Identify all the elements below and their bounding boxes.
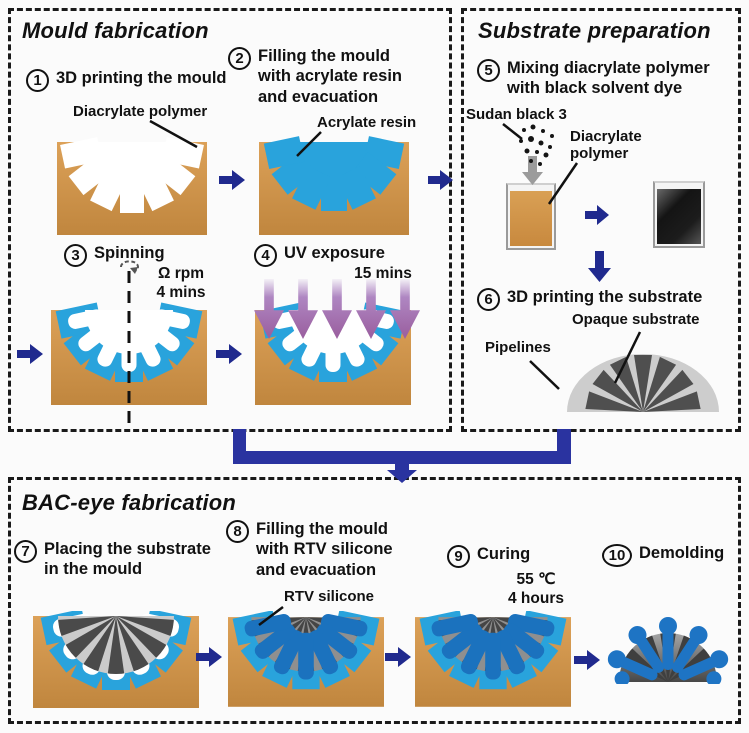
mould-resin-filled-figure xyxy=(259,136,409,235)
substrate-preparation-panel xyxy=(461,8,741,432)
step-4: 4 UV exposure xyxy=(254,243,385,267)
step-9: 9 Curing xyxy=(447,544,530,568)
step-10-number: 10 xyxy=(602,544,632,567)
sudan-black-annotation: Sudan black 3 xyxy=(466,106,567,123)
step-8-label: Filling the mould with RTV silicone and … xyxy=(256,520,393,579)
rtv-filled-figure xyxy=(228,611,384,707)
step-3-number: 3 xyxy=(64,244,87,267)
mould-empty-figure xyxy=(57,137,207,235)
pipelines-annotation: Pipelines xyxy=(485,339,551,356)
opaque-substrate-annotation: Opaque substrate xyxy=(572,311,700,328)
baceye-panel-title: BAC-eye fabrication xyxy=(22,490,237,515)
step-8: 8 Filling the mould with RTV silicone an… xyxy=(226,519,393,580)
silicone-ommatidia xyxy=(607,617,729,684)
baceye-fabrication-panel xyxy=(8,477,741,724)
gear-cavity xyxy=(60,137,204,213)
rtv-silicone-annotation: RTV silicone xyxy=(284,588,375,605)
step-8-number: 8 xyxy=(226,520,249,543)
step-1-label: 3D printing the mould xyxy=(56,69,227,87)
step-6-label: 3D printing the substrate xyxy=(507,288,703,306)
step-4-label: UV exposure xyxy=(284,244,385,262)
mould-spun-figure xyxy=(51,302,207,405)
step-6-number: 6 xyxy=(477,288,500,311)
merge-connector-icon xyxy=(233,429,571,483)
step-7-label: Placing the substrate in the mould xyxy=(44,540,211,579)
step-5-number: 5 xyxy=(477,59,500,82)
step-5: 5 Mixing diacrylate polymer with black s… xyxy=(477,58,710,99)
polymer-beaker xyxy=(506,183,556,250)
diacrylate-polymer-beaker-annotation: Diacrylate polymer xyxy=(570,128,642,163)
step-6: 6 3D printing the substrate xyxy=(477,287,702,311)
step-2-number: 2 xyxy=(228,47,251,70)
curing-figure xyxy=(415,611,571,707)
step-2: 2 Filling the mould with acrylate resin … xyxy=(228,46,402,107)
diacrylate-polymer-annotation: Diacrylate polymer xyxy=(73,103,208,120)
step-10-label: Demolding xyxy=(639,544,725,562)
step-3: 3 Spinning xyxy=(64,243,165,267)
step-10: 10 Demolding xyxy=(602,543,724,567)
step-5-label: Mixing diacrylate polymer with black sol… xyxy=(507,59,710,98)
pipeline-stripes xyxy=(585,355,701,412)
dyed-polymer-beaker xyxy=(653,181,705,248)
uv-params: 15 mins xyxy=(354,265,412,282)
step-1: 1 3D printing the mould xyxy=(26,68,227,92)
rtv-silicone-fill xyxy=(431,613,555,680)
polymer-fill xyxy=(510,191,552,246)
step-4-number: 4 xyxy=(254,244,277,267)
step-7: 7 Placing the substrate in the mould xyxy=(14,539,211,580)
step-9-label: Curing xyxy=(477,545,531,563)
step-1-number: 1 xyxy=(26,69,49,92)
step-9-number: 9 xyxy=(447,545,470,568)
dyed-polymer-fill xyxy=(657,189,701,244)
baceye-demolded-figure xyxy=(607,617,729,684)
substrate-in-mould-figure xyxy=(33,611,199,708)
spinning-params: Ω rpm 4 mins xyxy=(156,265,206,302)
mould-panel-title: Mould fabrication xyxy=(22,18,209,43)
pipeline-stripes xyxy=(58,616,174,674)
step-2-label: Filling the mould with acrylate resin an… xyxy=(258,47,402,106)
acrylate-resin-annotation: Acrylate resin xyxy=(317,114,417,131)
step-3-label: Spinning xyxy=(94,244,165,262)
opaque-substrate-figure xyxy=(567,354,719,412)
acrylate-resin-fill xyxy=(263,136,405,211)
substrate-panel-title: Substrate preparation xyxy=(478,18,711,43)
rtv-silicone-fill xyxy=(244,613,368,680)
curing-params: 55 ℃ 4 hours xyxy=(508,571,564,608)
step-7-number: 7 xyxy=(14,540,37,563)
mould-fabrication-panel xyxy=(8,8,452,432)
